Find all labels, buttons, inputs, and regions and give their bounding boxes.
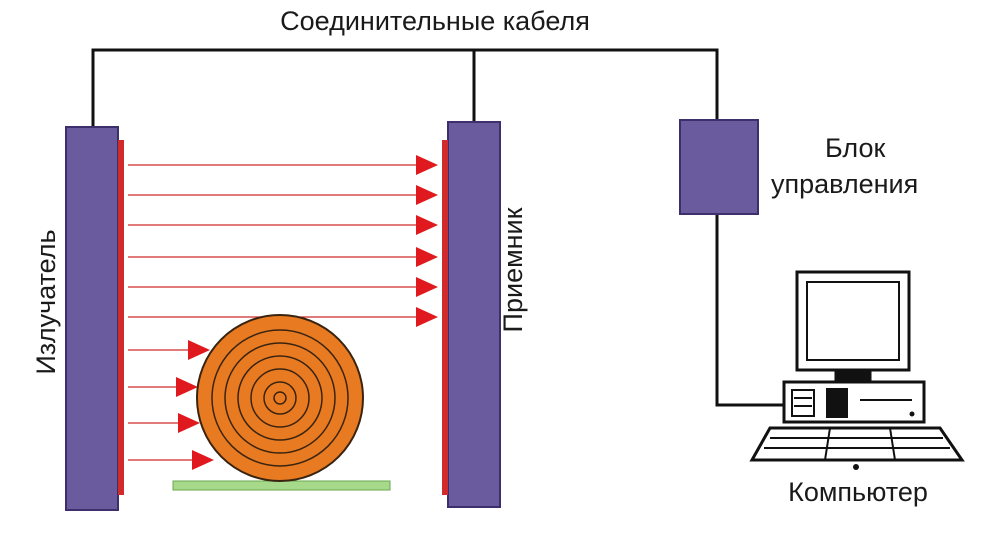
- beam-arrowhead: [416, 277, 438, 297]
- emitter-label: Излучатель: [31, 229, 61, 374]
- emitter-panel: [65, 126, 124, 511]
- desktop-computer-icon: [749, 270, 965, 470]
- beam-arrowhead: [192, 450, 214, 470]
- beam-arrowhead: [178, 413, 200, 433]
- conveyor-belt: [172, 480, 391, 491]
- log-cross-section: [196, 314, 364, 482]
- control-unit-label-line2: управления: [771, 169, 918, 199]
- control-unit-box: [679, 119, 759, 215]
- beam-arrowhead: [176, 377, 198, 397]
- connecting-cables: [91, 48, 790, 407]
- control-unit-label-line1: Блок: [825, 133, 885, 163]
- beam-arrowhead: [416, 155, 438, 175]
- beam-arrowhead: [416, 247, 438, 267]
- beam-arrowhead: [416, 215, 438, 235]
- cables-label: Соединительные кабеля: [280, 6, 590, 36]
- computer-label: Компьютер: [788, 477, 928, 507]
- receiver-panel: [442, 121, 501, 508]
- beam-arrowhead: [416, 307, 438, 327]
- beam-arrowhead: [188, 340, 210, 360]
- receiver-label: Приемник: [498, 207, 528, 332]
- beam-arrowhead: [416, 185, 438, 205]
